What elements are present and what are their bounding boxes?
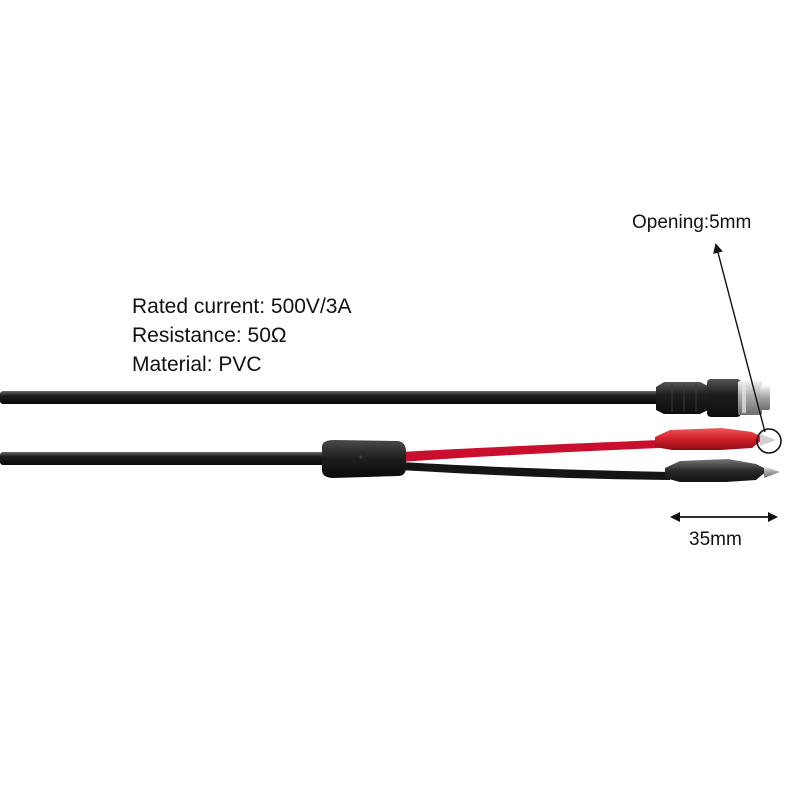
black-lead [400,462,670,480]
spec-rated-current: Rated current: 500V/3A [132,295,352,318]
alligator-cable [0,428,780,482]
spec-resistance: Resistance: 50Ω [132,324,287,347]
spec-material: Material: PVC [132,353,262,376]
red-alligator-clip [655,428,776,450]
opening-circle [756,428,782,454]
black-alligator-clip [665,459,780,482]
upper-cable [0,391,664,404]
spec-list: Rated current: 500V/3A Resistance: 50Ω M… [132,292,351,379]
bnc-connector [656,379,770,417]
bnc-boot [656,382,708,414]
red-lead [400,440,660,462]
opening-indicator [713,243,782,454]
lower-cable [0,452,330,465]
opening-arrow [713,243,766,433]
splitter-boot [322,440,406,478]
bnc-metal-body [738,381,762,415]
opening-label: Opening:5mm [632,212,752,233]
clip-length-label: 35mm [689,529,742,550]
bnc-nut [707,379,741,417]
bnc-cable [0,379,770,417]
